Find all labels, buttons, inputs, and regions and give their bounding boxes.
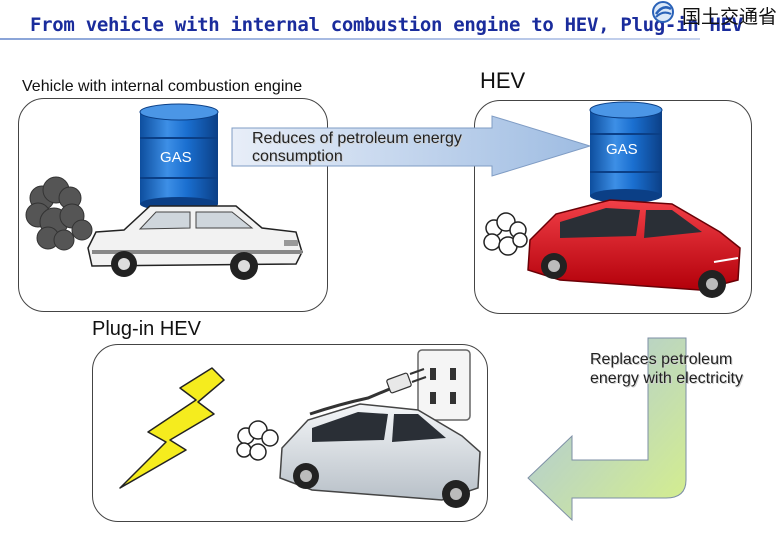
hev-car-icon — [527, 199, 741, 298]
plug-in-hev-car-icon — [279, 403, 481, 508]
hev-gas-label: GAS — [606, 141, 638, 158]
replacement-arrow — [527, 337, 687, 522]
page-title: From vehicle with internal combustion en… — [30, 14, 743, 36]
exhaust-cloud-icon — [25, 176, 93, 251]
classic-car-icon — [87, 205, 303, 280]
title-underline — [0, 38, 700, 40]
replacement-arrow-text: Replaces petroleum energy with electrici… — [590, 351, 743, 387]
ministry-name: 国土交通省 — [682, 6, 778, 28]
charging-plug-icon — [309, 368, 427, 416]
hev-label: HEV — [480, 68, 526, 93]
reduction-arrow-text: Reduces of petroleum energy consumption — [252, 130, 462, 165]
ice-gas-label: GAS — [160, 149, 192, 166]
wall-outlet-icon — [417, 349, 471, 421]
gas-barrel-icon — [589, 101, 663, 203]
reduction-arrow — [231, 115, 592, 177]
plug-in-hev-label: Plug-in HEV — [92, 318, 201, 340]
ice-vehicle-label: Vehicle with internal combustion engine — [22, 78, 303, 95]
exhaust-cloud-icon — [483, 212, 528, 256]
exhaust-cloud-icon — [236, 420, 279, 461]
ministry-logo-icon — [652, 1, 674, 23]
lightning-bolt-icon — [119, 367, 225, 489]
